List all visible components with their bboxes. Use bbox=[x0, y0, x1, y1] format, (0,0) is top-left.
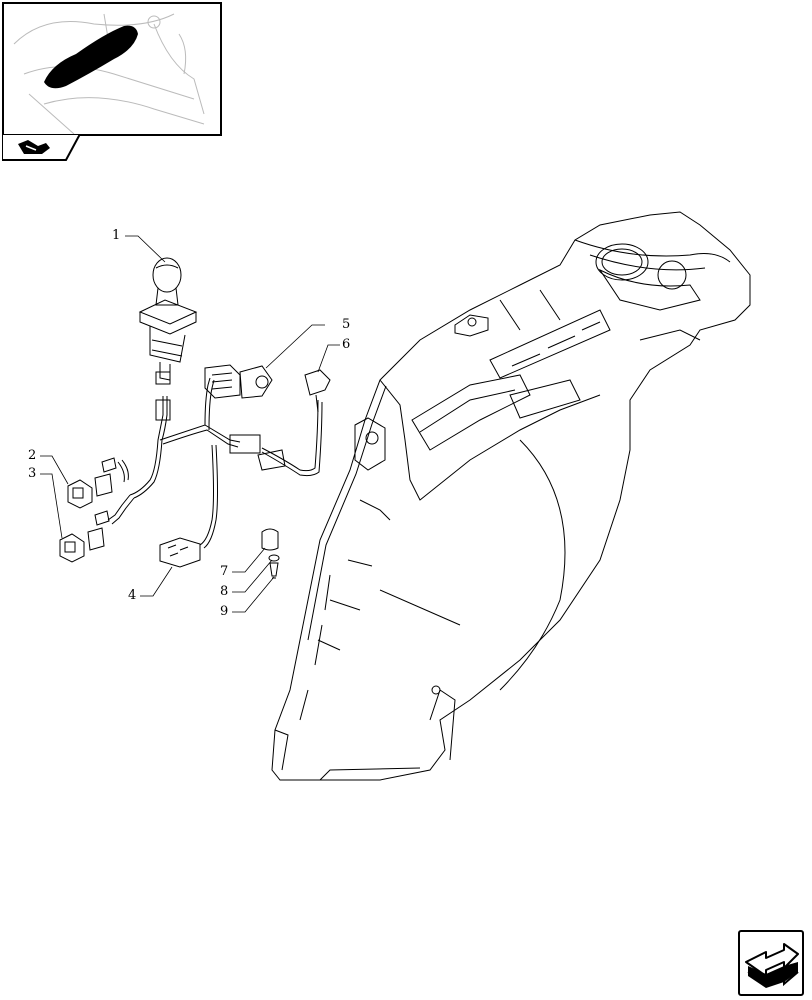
callout-3: 3 bbox=[28, 466, 37, 481]
item-2-switch bbox=[67, 479, 93, 509]
callout-1: 1 bbox=[112, 228, 121, 243]
callout-7: 7 bbox=[220, 564, 229, 579]
item-8-washer bbox=[268, 554, 280, 562]
item-6-sensor bbox=[304, 369, 331, 396]
wiring-harness bbox=[107, 377, 323, 549]
item-7-clip bbox=[261, 528, 279, 551]
callout-6: 6 bbox=[342, 337, 351, 352]
connector-plug bbox=[204, 364, 241, 399]
item-3-switch bbox=[59, 533, 85, 563]
joystick-assembly bbox=[138, 257, 198, 385]
item-5-connector bbox=[239, 365, 273, 399]
next-page-button[interactable] bbox=[738, 930, 804, 996]
item-4-connector bbox=[159, 537, 201, 568]
callout-9: 9 bbox=[220, 604, 229, 619]
book-page-icon[interactable] bbox=[2, 134, 80, 162]
page-turn-arrow-icon bbox=[745, 943, 799, 988]
callout-4: 4 bbox=[128, 588, 137, 603]
harness-connector-a bbox=[229, 434, 261, 454]
item-9-screw bbox=[269, 562, 279, 577]
location-thumbnail bbox=[2, 2, 222, 136]
console-housing bbox=[271, 211, 751, 781]
callout-8: 8 bbox=[220, 584, 229, 599]
callout-5: 5 bbox=[342, 317, 351, 332]
joystick-connector bbox=[155, 399, 171, 421]
harness-connector-b bbox=[257, 449, 286, 471]
thumbnail-sketch bbox=[13, 13, 205, 135]
callout-2: 2 bbox=[28, 448, 37, 463]
